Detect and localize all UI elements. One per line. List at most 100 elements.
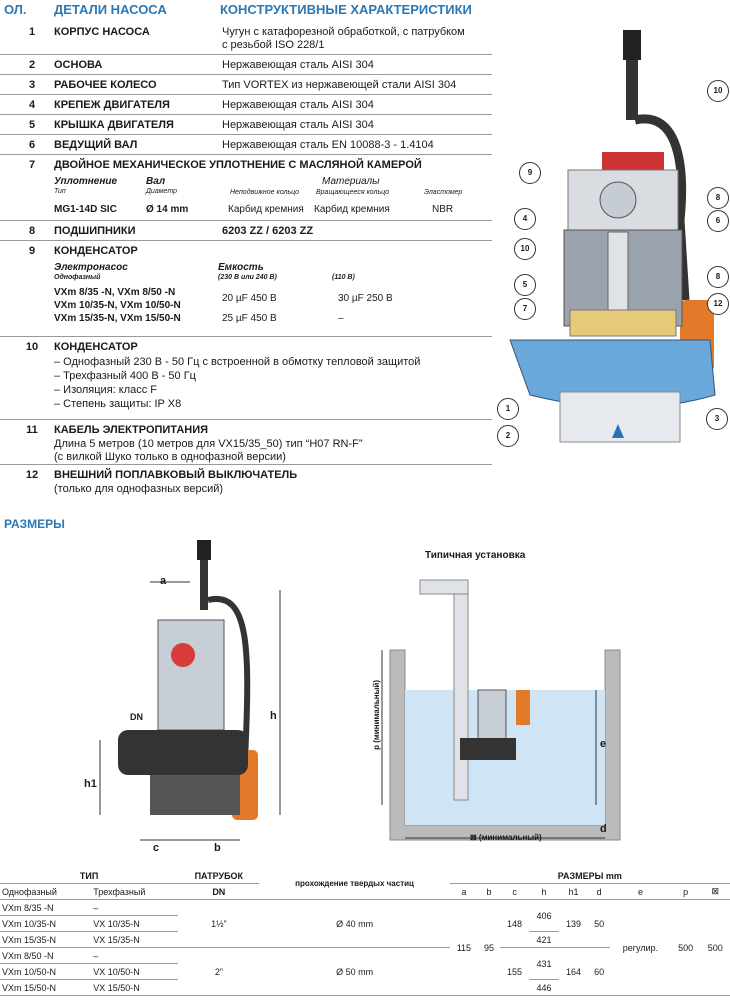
dim-h1-label: h1 — [84, 778, 97, 790]
th-dims: РАЗМЕРЫ mm — [449, 868, 730, 884]
rotating-ring: Карбид кремния — [314, 204, 390, 215]
cap-value-2: 30 µF 250 В — [338, 293, 393, 304]
pipe-elbow — [419, 579, 469, 595]
part-material-2: с резьбой ISO 228/1 — [222, 39, 325, 51]
th-col: h — [529, 883, 559, 900]
part-material: 6203 ZZ / 6203 ZZ — [222, 225, 314, 237]
part-material: Нержавеющая сталь AISI 304 — [222, 119, 374, 131]
callout-8b: 8 — [707, 266, 729, 288]
cell-h: 421 — [529, 931, 559, 948]
callout-7: 7 — [514, 298, 536, 320]
elastomer: NBR — [432, 204, 454, 215]
cell-h1: 164 — [558, 947, 589, 996]
header-pos: ОЛ. — [4, 2, 27, 17]
cell-b: 95 — [478, 899, 500, 996]
part-row-cable: 11 КАБЕЛЬ ЭЛЕКТРОПИТАНИЯ Длина 5 метров … — [0, 420, 492, 465]
callout-6: 6 — [707, 210, 729, 232]
dim-dn-label: DN — [130, 712, 143, 722]
handle-icon — [602, 152, 664, 170]
cell: VX 15/35-N — [91, 931, 179, 948]
part-name: КОНДЕНСАТОР — [54, 245, 138, 257]
cell: VXm 10/50-N — [0, 963, 92, 980]
cap-value-1: 25 µF 450 В — [222, 313, 277, 324]
th-single: Однофазный — [0, 883, 92, 900]
cell-a: 115 — [449, 899, 479, 996]
cap-value-2: – — [338, 313, 344, 324]
part-row-float: 12 ВНЕШНИЙ ПОПЛАВКОВЫЙ ВЫКЛЮЧАТЕЛЬ (толь… — [0, 465, 492, 497]
volute-icon — [118, 730, 248, 775]
table-row: VXm 8/50 -N – 2” Ø 50 mm 155 431 164 60 — [0, 947, 730, 996]
table-row: VXm 15/35-N VX 15/35-N 421 — [0, 931, 730, 948]
cap-models: VXm 8/35 -N, VXm 8/50 -N — [54, 287, 176, 298]
part-number: 9 — [28, 245, 36, 257]
pump-cross-section — [509, 30, 716, 443]
dim-h-label: h — [270, 710, 277, 722]
cell: VX 15/50-N — [91, 979, 179, 996]
part-name: РАБОЧЕЕ КОЛЕСО — [54, 79, 157, 91]
cap-models: VXm 10/35-N, VXm 10/50-N — [54, 300, 181, 311]
cell: VX 10/50-N — [91, 963, 179, 980]
part-name: ДВОЙНОЕ МЕХАНИЧЕСКОЕ УПЛОТНЕНИЕ С МАСЛЯН… — [54, 159, 422, 171]
motor-line: – Изоляция: класс F — [54, 384, 158, 396]
base-icon — [150, 775, 240, 815]
callout-10: 10 — [514, 238, 536, 260]
part-name: КАБЕЛЬ ЭЛЕКТРОПИТАНИЯ — [54, 424, 209, 436]
inlet-arrow-icon — [612, 424, 624, 438]
th-col: h1 — [558, 883, 589, 900]
cable-line-1: Длина 5 метров (10 метров для VX15/35_50… — [54, 438, 363, 450]
cell-dn: 2” — [178, 947, 260, 996]
part-name: КОРПУС НАСОСА — [54, 26, 150, 38]
part-material: Нержавеющая сталь AISI 304 — [222, 59, 374, 71]
cell: VXm 10/35-N — [0, 915, 92, 932]
part-row-capacitor: 9 КОНДЕНСАТОР Электронасос Однофазный Ем… — [0, 241, 492, 337]
capacitor-icon — [599, 181, 637, 219]
part-number: 10 — [25, 341, 39, 353]
cell-dn: 1½” — [178, 899, 260, 948]
callout-2: 2 — [497, 425, 519, 447]
brand-logo — [171, 643, 195, 667]
shaft-diameter: Ø 14 mm — [146, 204, 189, 215]
seal-type: MG1-14D SIC — [54, 204, 117, 215]
th-col: a — [449, 883, 479, 900]
plug-icon — [197, 540, 211, 560]
part-name: ОСНОВА — [54, 59, 103, 71]
cap-header-1: (230 В или 240 В) — [218, 274, 277, 281]
installation-drawing — [381, 579, 621, 841]
callout-11: 10 — [707, 80, 729, 102]
stationary-ring: Карбид кремния — [228, 204, 304, 215]
part-row: 1 КОРПУС НАСОСА Чугун с катафорезной обр… — [0, 22, 492, 55]
pump-header: Электронасос — [54, 262, 128, 273]
cap-value-1: 20 µF 450 В — [222, 293, 277, 304]
th-type: ТИП — [0, 868, 179, 884]
elastomer-header: Эластомер — [424, 189, 463, 196]
callout-1: 1 — [497, 398, 519, 420]
plug-icon — [623, 30, 641, 60]
dimension-drawing — [99, 540, 281, 841]
header-construct: КОНСТРУКТИВНЫЕ ХАРАКТЕРИСТИКИ — [220, 2, 472, 17]
motor-line: – Степень защиты: IP X8 — [54, 398, 182, 410]
part-name: КОНДЕНСАТОР — [54, 341, 138, 353]
cell-c: 148 — [499, 899, 530, 948]
part-row-motor: 10 КОНДЕНСАТОР – Однофазный 230 В - 50 Г… — [0, 337, 492, 420]
part-material: Тип VORTEX из нержавеющей стали AISI 304 — [222, 79, 457, 91]
cell-solid: Ø 50 mm — [259, 947, 450, 996]
cell-c: 155 — [499, 947, 530, 996]
float-cable — [634, 114, 690, 301]
part-number: 6 — [28, 139, 36, 151]
callout-3: 3 — [706, 408, 728, 430]
part-number: 1 — [28, 26, 36, 38]
cap-models: VXm 15/35-N, VXm 15/50-N — [54, 313, 181, 324]
motor-line: – Трехфазный 400 В - 50 Гц — [54, 370, 196, 382]
th-three: Трехфазный — [91, 883, 179, 900]
cell-d: 60 — [588, 947, 610, 996]
part-number: 5 — [28, 119, 36, 131]
cell: VXm 15/50-N — [0, 979, 92, 996]
float-cable — [207, 595, 251, 761]
cell-d: 50 — [588, 899, 610, 948]
th-port: ПАТРУБОК — [178, 868, 260, 884]
cell: VX 10/35-N — [91, 915, 179, 932]
th-col: p — [670, 883, 701, 900]
part-name: КРЫШКА ДВИГАТЕЛЯ — [54, 119, 174, 131]
float-line: (только для однофазных версий) — [54, 483, 224, 495]
